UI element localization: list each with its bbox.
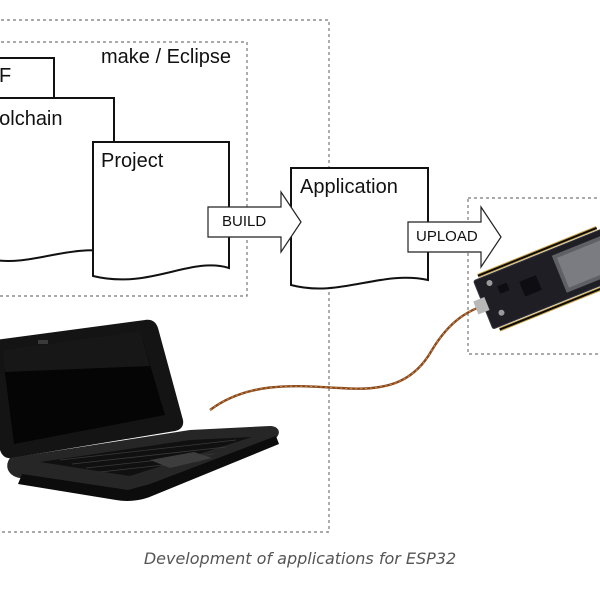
project-document-label: Project [101,150,164,172]
build-arrow-label: BUILD [222,213,267,230]
upload-arrow [407,205,502,269]
board-frame [467,197,600,355]
laptop-icon [0,319,279,501]
build-arrow [207,190,302,254]
tools-frame [0,41,248,297]
figure-caption: Development of applications for ESP32 [143,549,457,568]
idf-document-label: IDF [0,65,12,87]
application-document-label: Application [300,176,398,198]
application-document [290,167,429,290]
usb-cable [209,300,497,411]
project-document [92,141,230,281]
tools-frame-label: make / Eclipse [101,46,232,68]
upload-arrow-label: UPLOAD [416,228,478,245]
toolchain-document-label: Toolchain [0,108,63,130]
esp32-devkit-icon [473,226,600,332]
